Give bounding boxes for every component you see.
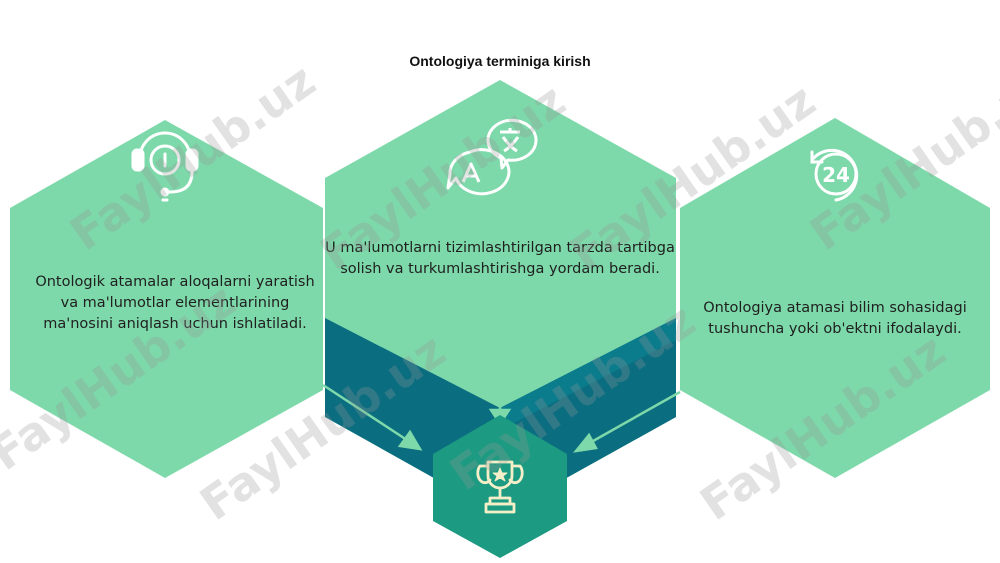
headset-info-icon	[131, 131, 199, 202]
goal-hexagon	[433, 415, 567, 558]
24-hours-icon: 24	[810, 148, 859, 202]
left-card-text: Ontologik atamalar aloqalarni yaratish v…	[35, 274, 315, 332]
left-hexagon	[10, 120, 323, 478]
right-hexagon	[680, 118, 990, 478]
center-card-text: U ma'lumotlarni tizimlashtirilgan tarzda…	[325, 240, 675, 277]
right-card-text: Ontologiya atamasi bilim sohasidagi tush…	[703, 300, 967, 337]
24-icon-text: 24	[822, 163, 850, 187]
connector-arrows	[322, 370, 681, 453]
page-title: Ontologiya terminiga kirish	[409, 53, 591, 69]
trophy-icon	[476, 460, 524, 514]
translate-icon	[446, 118, 538, 196]
